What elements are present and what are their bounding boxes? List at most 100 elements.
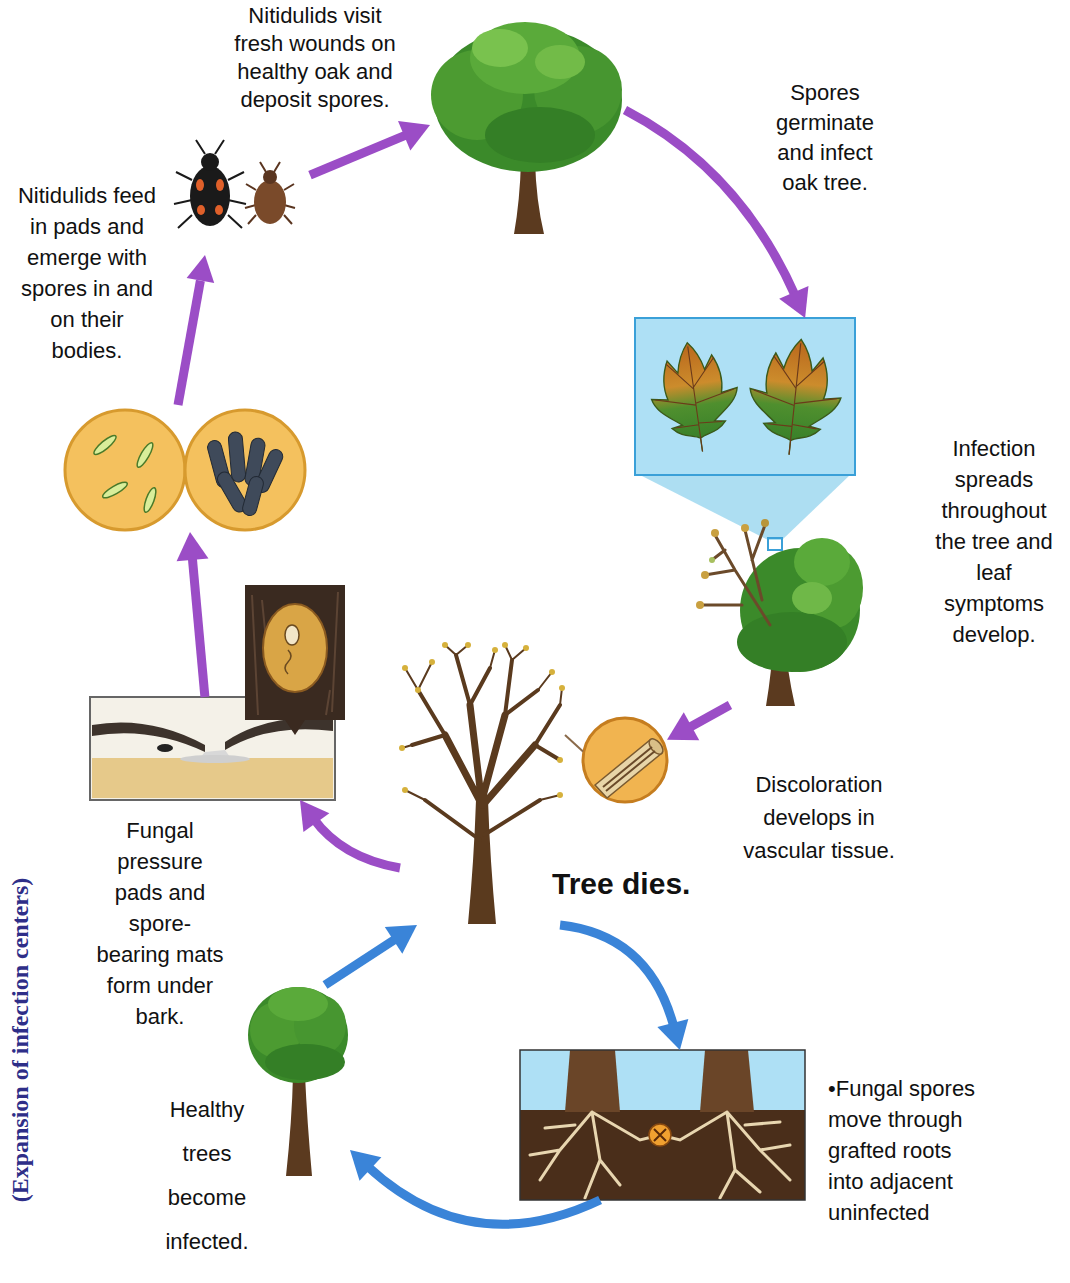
healthy-oak [286,1075,312,1176]
dead-oak [402,665,408,671]
arrow-shaft [192,554,205,697]
root-graft-inset [520,1110,805,1200]
bark-inset [180,755,250,763]
spore-circles [92,433,159,514]
sap-beetles [196,179,224,215]
spore-circles [185,410,305,530]
stage-box: Fungal pressure pads and spore-bearing m… [90,697,335,800]
healthy-oak [535,45,585,79]
bark-inset [285,625,299,645]
arrow-shaft [310,134,409,176]
wilting-oak [794,538,850,586]
dead-oak [445,705,535,805]
arrow-head [385,925,417,954]
log-inset [583,718,667,802]
sap-beetles [245,162,295,224]
dead-oak [465,642,471,648]
healthy-oak [248,987,348,1176]
healthy-oak [265,1044,345,1080]
stage-caption: Tree dies. [552,866,727,902]
log-inset [603,747,655,791]
cycle-arrow [310,121,430,175]
root-graft-inset [700,1050,754,1112]
arrow-head [657,1019,688,1050]
healthy-oak [268,987,328,1021]
stage-box: Nitidulids feed in pads and emerge with … [60,150,310,532]
dead-oak [399,745,405,751]
leaf-inset [635,318,855,540]
sap-beetles [190,166,230,226]
side-label: (Expansion of infection centers) [6,878,35,1203]
arrow-head [667,712,699,740]
arrow-shaft [325,937,398,985]
dead-oak [442,642,448,648]
wilting-oak [700,525,770,625]
spore-circles [135,441,156,469]
leaf-inset [649,341,742,457]
cycle-arrow [177,532,209,697]
bark-inset [225,718,333,750]
leaf-inset [635,318,855,475]
stage-caption: Fungal pressure pads and spore-bearing m… [94,815,226,1032]
wilting-oak [741,524,749,532]
healthy-oak [431,22,622,234]
spore-circles [65,410,185,530]
dead-oak [549,669,555,675]
spore-to-beetle-arrow [178,255,214,405]
root-graft-inset [520,1050,805,1200]
stage-box: •Fungal spores move through grafted root… [520,1050,805,1200]
sap-beetles [174,140,295,228]
arrow-shaft [687,705,730,729]
wilting-oak [711,529,719,537]
root-graft-inset [530,1112,790,1198]
cycle-arrow [300,800,400,868]
spore-circles [65,410,305,530]
wilting-oak [737,612,847,672]
bark-inset [285,720,305,735]
dead-oak [415,687,421,693]
sap-beetles [254,180,286,224]
root-graft-inset [654,1129,666,1141]
stage-caption: Spores germinate and infect oak tree. [758,78,892,198]
stage-box: Healthy trees become infected. [240,985,350,1175]
cycle-arrow [565,735,583,752]
sap-beetles [196,179,204,191]
arrow-head [779,286,808,318]
dead-oak [468,800,496,924]
stage-box: Tree dies. [400,640,565,925]
dead-oak [523,645,529,651]
dead-oak [502,642,508,648]
healthy-oak [485,107,595,163]
spore-circles [142,486,158,513]
leaf-inset [644,337,745,458]
sap-beetles [216,179,224,191]
sap-beetles [197,205,205,215]
healthy-oak [248,987,348,1083]
bark-inset [92,758,333,798]
arrow-head [177,532,209,561]
stage-caption: Discoloration develops in vascular tissu… [728,768,910,867]
dead-oak [557,792,563,798]
arrow-shaft [560,925,674,1028]
cycle-arrow [350,1150,600,1224]
bark-inset [90,585,345,800]
dead-oak [557,757,563,763]
spore-circles [92,433,119,457]
wilting-oak [768,538,782,550]
bark-inset [285,650,291,674]
sap-beetles [215,205,223,215]
spore-circles [241,475,265,517]
leaf-inset [744,335,847,460]
dead-oak [402,787,408,793]
dead-oak [412,655,560,840]
stage-box: Spores germinate and infect oak tree. [430,15,625,235]
bark-inset [157,744,173,752]
wilting-oak [792,582,832,614]
spore-circles [206,431,285,517]
root-graft-inset [520,1050,805,1200]
stage-caption: •Fungal spores move through grafted root… [828,1073,990,1228]
wilting-oak [709,557,715,563]
stage-caption: Nitidulids feed in pads and emerge with … [17,180,157,366]
log-inset [583,718,667,802]
